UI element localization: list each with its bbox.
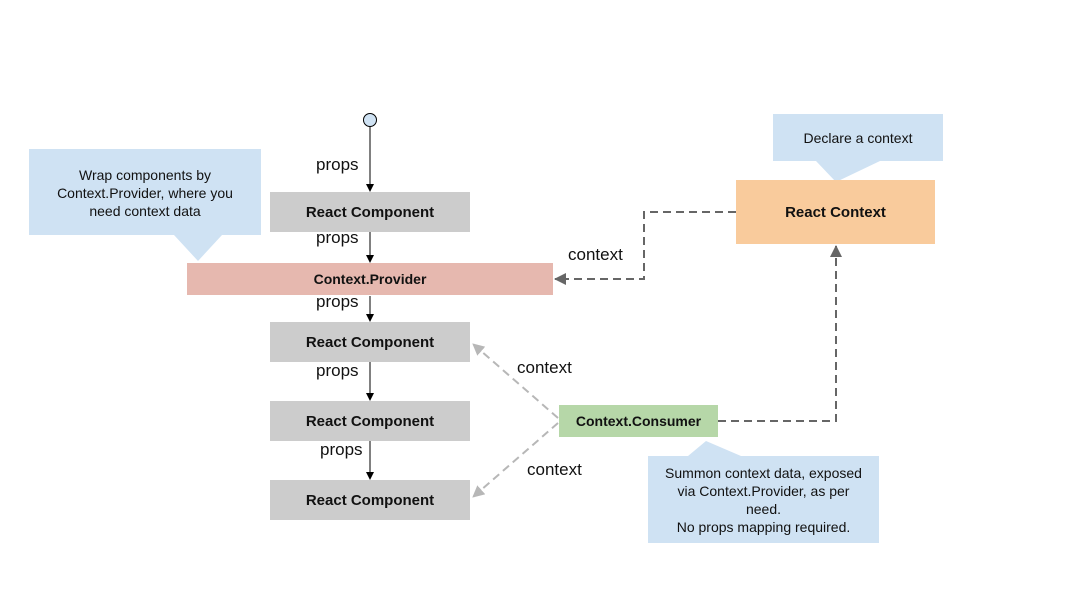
context-label-provider: context xyxy=(568,245,623,264)
consumer-callout-text: Summon context data, exposed via Context… xyxy=(648,464,879,536)
entry-point-circle xyxy=(363,113,377,127)
props-label-5: props xyxy=(320,440,363,459)
props-label-1: props xyxy=(316,155,359,174)
react-component-2: React Component xyxy=(270,322,470,362)
context-callout-text: Declare a context xyxy=(773,129,943,147)
consumer-to-context-arrow xyxy=(718,245,842,422)
props-label-3: props xyxy=(316,292,359,311)
consumer-callout-line-3: need. xyxy=(745,501,782,517)
react-context-node: React Context xyxy=(736,180,935,244)
consumer-callout-line-2: via Context.Provider, as per xyxy=(677,483,850,499)
provider-callout-line-1: Wrap components by xyxy=(78,167,212,183)
react-component-4: React Component xyxy=(270,480,470,520)
props-label-2: props xyxy=(316,228,359,247)
provider-callout-line-2: Context.Provider, where you xyxy=(57,185,233,201)
consumer-to-component-4-arrow xyxy=(472,422,559,498)
provider-callout-bubble xyxy=(29,149,261,261)
context-provider-node: Context.Provider xyxy=(187,263,553,295)
provider-callout-line-3: need context data xyxy=(89,203,201,219)
consumer-callout-line-1: Summon context data, exposed xyxy=(665,465,862,481)
react-component-1: React Component xyxy=(270,192,470,232)
props-label-4: props xyxy=(316,361,359,380)
context-label-component-4: context xyxy=(527,460,582,479)
consumer-callout-bubble xyxy=(648,441,879,543)
react-component-3: React Component xyxy=(270,401,470,441)
context-to-provider-arrow xyxy=(554,211,736,285)
context-callout-line-1: Declare a context xyxy=(803,130,913,146)
consumer-to-component-2-arrow xyxy=(472,343,559,419)
provider-callout-text: Wrap components by Context.Provider, whe… xyxy=(29,166,261,220)
context-callout-bubble xyxy=(773,114,943,182)
context-consumer-node: Context.Consumer xyxy=(559,405,718,437)
context-label-component-2: context xyxy=(517,358,572,377)
consumer-callout-line-4: No props mapping required. xyxy=(676,519,851,535)
